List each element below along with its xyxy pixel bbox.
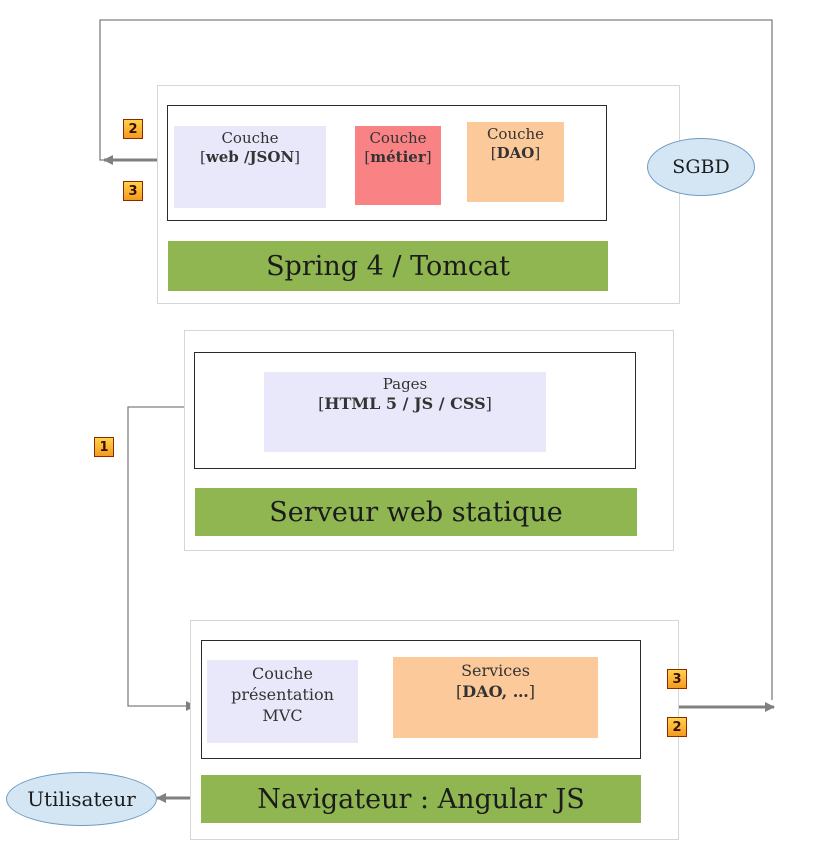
browser-footer: Navigateur : Angular JS bbox=[201, 775, 641, 823]
metier-layer: Couche [métier] bbox=[355, 126, 441, 205]
sgbd-ellipse: SGBD bbox=[647, 138, 755, 196]
static-server-footer: Serveur web statique bbox=[195, 488, 637, 536]
badge-3-bottom: 3 bbox=[667, 669, 687, 689]
web-json-layer: Couche [web /JSON] bbox=[174, 126, 326, 208]
presentation-layer: Couche présentation MVC bbox=[207, 660, 358, 743]
badge-2-top: 2 bbox=[123, 119, 143, 139]
badge-2-bottom: 2 bbox=[667, 717, 687, 737]
pages-layer: Pages [HTML 5 / JS / CSS] bbox=[264, 372, 546, 452]
dao-layer: Couche [DAO] bbox=[467, 122, 564, 202]
services-layer: Services [DAO, …] bbox=[393, 657, 598, 738]
badge-3-top: 3 bbox=[123, 181, 143, 201]
user-ellipse: Utilisateur bbox=[6, 772, 157, 826]
spring-footer: Spring 4 / Tomcat bbox=[168, 241, 608, 291]
badge-1: 1 bbox=[94, 437, 114, 457]
